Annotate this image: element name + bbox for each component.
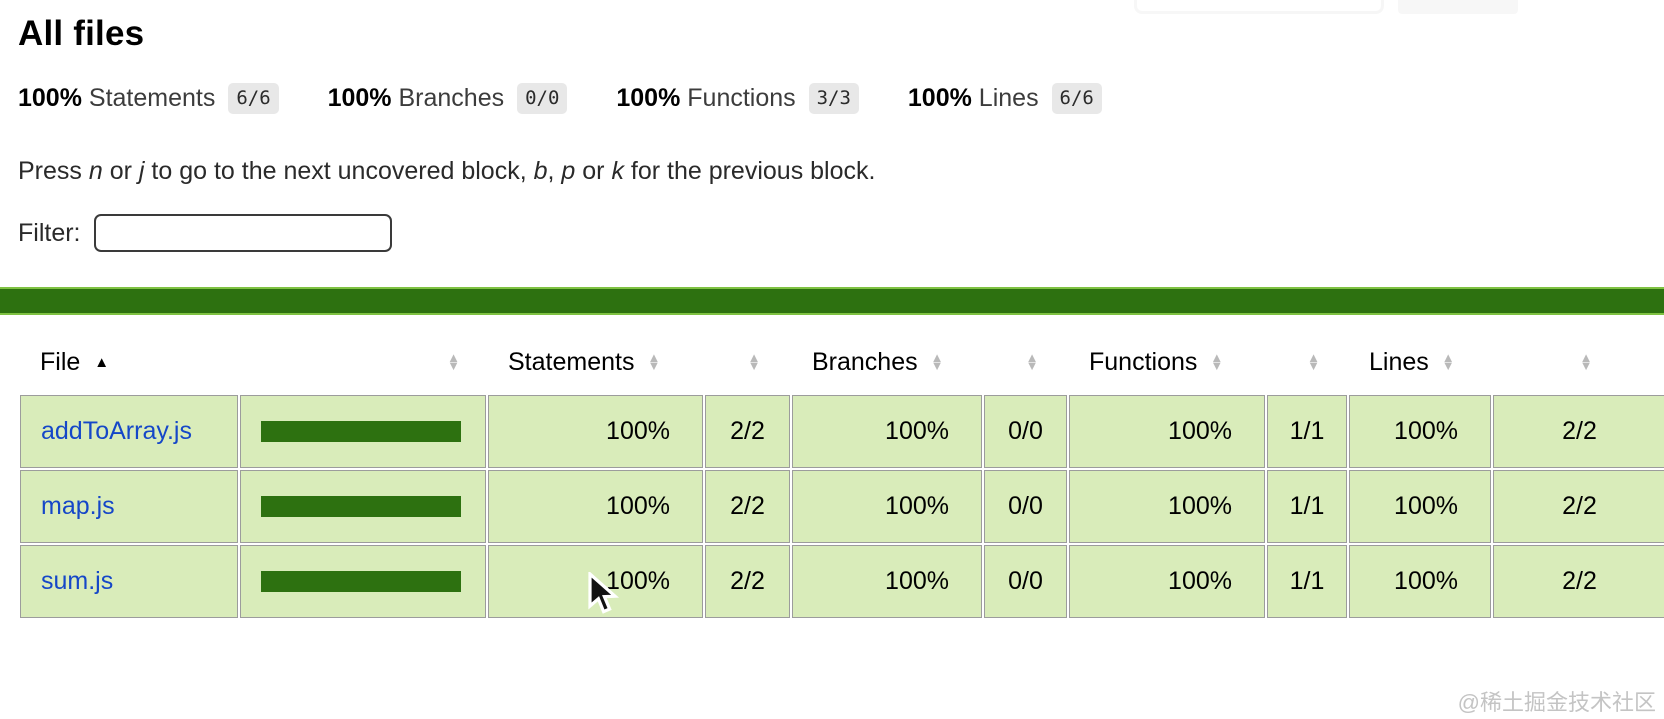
- functions-pct-cell: 100%: [1069, 470, 1265, 543]
- summary-lines: 100% Lines 6/6: [907, 83, 1102, 114]
- column-header-lines[interactable]: Lines ▲▼: [1349, 331, 1491, 393]
- functions-pct-cell: 100%: [1069, 395, 1265, 468]
- column-header-functions-raw[interactable]: ▲▼: [1267, 331, 1347, 393]
- coverage-summary: 100% Statements 6/6 100% Branches 0/0 10…: [0, 83, 1664, 114]
- lines-fraction-badge: 6/6: [1051, 83, 1102, 114]
- branches-percentage: 100%: [327, 84, 392, 112]
- lines-raw-cell: 2/2: [1493, 470, 1664, 543]
- lines-label: Lines: [978, 84, 1039, 112]
- file-cell: map.js: [20, 470, 238, 543]
- branches-raw-cell: 0/0: [984, 470, 1067, 543]
- coverage-bar: [261, 571, 461, 592]
- coverage-bar-cell: [240, 545, 486, 618]
- sorter-icon[interactable]: ▲▼: [647, 349, 661, 373]
- file-link[interactable]: sum.js: [41, 567, 114, 595]
- lines-raw-cell: 2/2: [1493, 545, 1664, 618]
- page-title: All files: [18, 14, 145, 53]
- coverage-bar-cell: [240, 395, 486, 468]
- sorter-icon[interactable]: ▲▼: [1441, 349, 1455, 373]
- column-header-functions[interactable]: Functions ▲▼: [1069, 331, 1265, 393]
- sorter-icon[interactable]: ▲▼: [1579, 349, 1593, 373]
- statements-percentage: 100%: [18, 84, 82, 112]
- coverage-bar: [261, 496, 461, 517]
- functions-pct-cell: 100%: [1069, 545, 1265, 618]
- lines-pct-cell: 100%: [1349, 470, 1491, 543]
- branches-label: Branches: [398, 84, 505, 112]
- statements-raw-cell: 2/2: [705, 395, 790, 468]
- statements-pct-cell: 100%: [488, 395, 703, 468]
- lines-raw-cell: 2/2: [1493, 395, 1664, 468]
- table-header-row: File ▲ ▲▼ Statements ▲▼ ▲▼ Branches ▲▼ ▲…: [20, 331, 1664, 393]
- lines-pct-cell: 100%: [1349, 545, 1491, 618]
- sorter-icon[interactable]: ▲▼: [930, 349, 944, 373]
- column-header-statements[interactable]: Statements ▲▼: [488, 331, 703, 393]
- branches-raw-cell: 0/0: [984, 545, 1067, 618]
- table-row: addToArray.js 100% 2/2 100% 0/0 100% 1/1…: [20, 395, 1664, 468]
- coverage-bar: [261, 421, 461, 442]
- column-header-branches[interactable]: Branches ▲▼: [792, 331, 982, 393]
- ghost-watermark: [1134, 0, 1554, 16]
- sorter-icon[interactable]: ▲▼: [1307, 349, 1320, 373]
- functions-raw-cell: 1/1: [1267, 545, 1347, 618]
- branches-fraction-badge: 0/0: [517, 83, 568, 114]
- filter-label: Filter:: [18, 218, 81, 247]
- column-header-branches-raw[interactable]: ▲▼: [984, 331, 1067, 393]
- filter-input[interactable]: [93, 214, 392, 252]
- statements-label: Statements: [88, 84, 216, 112]
- statements-raw-cell: 2/2: [705, 470, 790, 543]
- functions-raw-cell: 1/1: [1267, 395, 1347, 468]
- sorter-icon[interactable]: ▲▼: [1025, 349, 1039, 373]
- mouse-cursor-icon: [588, 572, 620, 614]
- table-row: map.js 100% 2/2 100% 0/0 100% 1/1 100% 2…: [20, 470, 1664, 543]
- functions-raw-cell: 1/1: [1267, 470, 1347, 543]
- summary-functions: 100% Functions 3/3: [616, 83, 859, 114]
- functions-percentage: 100%: [616, 84, 681, 112]
- sorter-icon[interactable]: ▲▼: [447, 349, 460, 373]
- statements-pct-cell: 100%: [488, 470, 703, 543]
- file-link[interactable]: map.js: [41, 492, 115, 520]
- lines-pct-cell: 100%: [1349, 395, 1491, 468]
- site-watermark: @稀土掘金技术社区: [1457, 690, 1656, 715]
- coverage-status-line: [0, 287, 1664, 315]
- summary-statements: 100% Statements 6/6: [18, 83, 279, 114]
- coverage-table: File ▲ ▲▼ Statements ▲▼ ▲▼ Branches ▲▼ ▲…: [18, 329, 1664, 620]
- functions-label: Functions: [687, 84, 796, 112]
- branches-pct-cell: 100%: [792, 545, 982, 618]
- coverage-bar-cell: [240, 470, 486, 543]
- column-header-statements-raw[interactable]: ▲▼: [705, 331, 790, 393]
- file-link[interactable]: addToArray.js: [41, 417, 192, 445]
- file-cell: addToArray.js: [20, 395, 238, 468]
- sorter-icon[interactable]: ▲▼: [747, 349, 761, 373]
- column-header-bar[interactable]: ▲▼: [240, 331, 486, 393]
- column-header-file[interactable]: File ▲: [20, 331, 238, 393]
- sorter-icon[interactable]: ▲▼: [1210, 349, 1224, 373]
- file-cell: sum.js: [20, 545, 238, 618]
- functions-fraction-badge: 3/3: [808, 83, 859, 114]
- lines-percentage: 100%: [907, 84, 972, 112]
- branches-pct-cell: 100%: [792, 395, 982, 468]
- statements-fraction-badge: 6/6: [228, 83, 279, 114]
- sort-asc-icon: ▲: [94, 353, 110, 371]
- branches-pct-cell: 100%: [792, 470, 982, 543]
- filter-row: Filter:: [0, 214, 1664, 252]
- statements-raw-cell: 2/2: [705, 545, 790, 618]
- table-row: sum.js 100% 2/2 100% 0/0 100% 1/1 100% 2…: [20, 545, 1664, 618]
- summary-branches: 100% Branches 0/0: [327, 83, 568, 114]
- branches-raw-cell: 0/0: [984, 395, 1067, 468]
- column-header-lines-raw[interactable]: ▲▼: [1493, 331, 1664, 393]
- keyboard-shortcuts-help: Press n or j to go to the next uncovered…: [18, 157, 876, 185]
